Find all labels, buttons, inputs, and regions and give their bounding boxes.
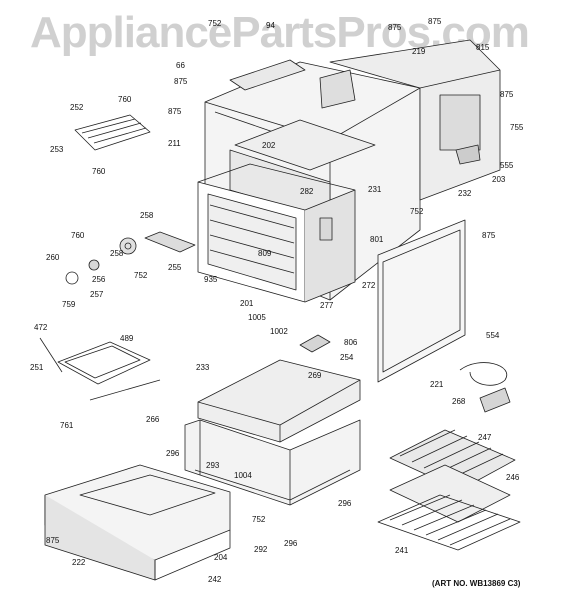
callout-760: 760	[71, 231, 85, 240]
callout-809: 809	[258, 249, 272, 258]
callout-293: 293	[206, 461, 220, 470]
drawer-support-frame	[184, 419, 361, 506]
callout-752: 752	[252, 515, 266, 524]
callout-272: 272	[362, 281, 376, 290]
callout-232: 232	[458, 189, 472, 198]
callout-241: 241	[395, 546, 409, 555]
callout-875: 875	[428, 17, 442, 26]
callout-258: 258	[140, 211, 154, 220]
callout-875: 875	[168, 107, 182, 116]
callout-555: 555	[500, 161, 514, 170]
callout-760: 760	[118, 95, 132, 104]
small-parts	[65, 59, 511, 413]
callout-254: 254	[340, 353, 354, 362]
callout-760: 760	[92, 167, 106, 176]
bake-element	[39, 337, 161, 401]
rear-panel	[329, 39, 501, 201]
callout-296: 296	[284, 539, 298, 548]
callout-752: 752	[410, 207, 424, 216]
callout-251: 251	[30, 363, 44, 372]
callout-253: 253	[50, 145, 64, 154]
callout-554: 554	[486, 331, 500, 340]
callout-292: 292	[254, 545, 268, 554]
callout-222: 222	[72, 558, 86, 567]
callout-806: 806	[344, 338, 358, 347]
callout-296: 296	[338, 499, 352, 508]
broil-element	[74, 114, 151, 151]
callout-260: 260	[46, 253, 60, 262]
callout-277: 277	[320, 301, 334, 310]
callout-1002: 1002	[270, 327, 288, 336]
callout-752: 752	[134, 271, 148, 280]
callout-296: 296	[166, 449, 180, 458]
callout-752: 752	[208, 19, 222, 28]
callout-815: 815	[476, 43, 490, 52]
callout-755: 755	[510, 123, 524, 132]
callout-202: 202	[262, 141, 276, 150]
callout-761: 761	[60, 421, 74, 430]
callout-219: 219	[412, 47, 426, 56]
callout-94: 94	[266, 21, 275, 30]
callout-242: 242	[208, 575, 222, 584]
callout-268: 268	[452, 397, 466, 406]
callout-875: 875	[500, 90, 514, 99]
callout-256: 256	[92, 275, 106, 284]
callout-875: 875	[482, 231, 496, 240]
callout-801: 801	[370, 235, 384, 244]
storage-drawer	[44, 464, 231, 581]
callout-282: 282	[300, 187, 314, 196]
callout-231: 231	[368, 185, 382, 194]
callout-472: 472	[34, 323, 48, 332]
callout-203: 203	[492, 175, 506, 184]
callout-269: 269	[308, 371, 322, 380]
callout-66: 66	[176, 61, 185, 70]
callout-252: 252	[70, 103, 84, 112]
callout-935: 935	[204, 275, 218, 284]
callout-489: 489	[120, 334, 134, 343]
broiler-pan	[389, 429, 516, 523]
callout-759: 759	[62, 300, 76, 309]
callout-246: 246	[506, 473, 520, 482]
callout-labels: 752 94 875 875 66 219 875 875 252 760 875 211 202 231…	[30, 17, 524, 584]
callout-255: 255	[168, 263, 182, 272]
callout-233: 233	[196, 363, 210, 372]
cover-plate	[197, 359, 361, 443]
art-number: (ART NO. WB13869 C3)	[432, 579, 521, 588]
callout-211: 211	[168, 139, 181, 148]
callout-875: 875	[174, 77, 188, 86]
callout-257: 257	[90, 290, 104, 299]
callout-258: 258	[110, 249, 124, 258]
callout-247: 247	[478, 433, 492, 442]
oven-rack	[377, 494, 521, 551]
callout-875: 875	[46, 536, 60, 545]
callout-201: 201	[240, 299, 254, 308]
callout-1004: 1004	[234, 471, 252, 480]
oven-cavity-frame	[197, 163, 356, 303]
callout-875: 875	[388, 23, 402, 32]
side-panel	[377, 219, 466, 383]
callout-221: 221	[430, 380, 444, 389]
callout-1005: 1005	[248, 313, 266, 322]
callout-204: 204	[214, 553, 228, 562]
callout-266: 266	[146, 415, 160, 424]
